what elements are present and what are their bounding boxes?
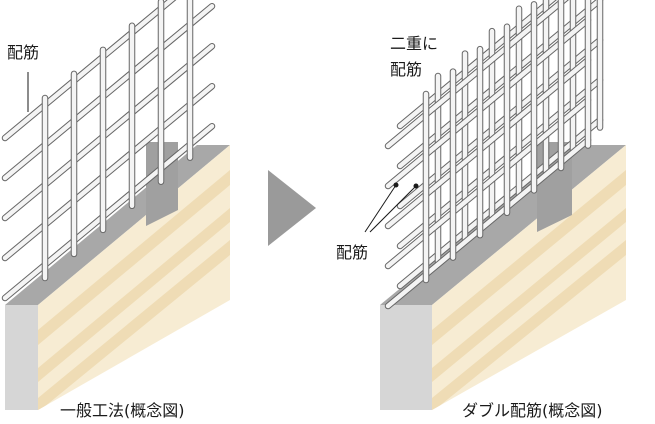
caption-right: ダブル配筋(概念図) — [462, 401, 603, 420]
horizontal-rebar — [385, 0, 568, 149]
horizontal-rebar — [397, 0, 556, 129]
horizontal-rebar — [397, 0, 603, 169]
double-rebar-wall — [364, 0, 626, 410]
horizontal-rebar — [2, 0, 175, 141]
pointer-dot — [413, 183, 419, 189]
pointer-dot — [393, 182, 399, 188]
comparison-arrow — [268, 170, 316, 246]
pointer-line — [369, 185, 417, 233]
horizontal-rebar — [2, 83, 215, 261]
wall-grain — [38, 170, 230, 410]
rebar-mesh — [1, 0, 216, 302]
caption-left: 一般工法(概念図) — [60, 401, 185, 420]
horizontal-rebar — [385, 57, 591, 229]
rebar-label-left: 配筋 — [7, 43, 40, 62]
rebar-mesh — [384, 0, 604, 310]
horizontal-rebar — [2, 3, 215, 181]
rebar-label-right: 配筋 — [336, 243, 369, 262]
horizontal-rebar — [385, 17, 591, 189]
single-rebar-wall — [1, 0, 230, 410]
horizontal-rebar — [397, 117, 603, 289]
horizontal-rebar — [2, 123, 215, 301]
double-rebar-label-line2: 配筋 — [390, 60, 423, 79]
wall-grain — [432, 170, 626, 410]
double-rebar-label-line1: 二重に — [390, 34, 439, 53]
horizontal-rebar — [385, 137, 591, 309]
horizontal-rebar — [397, 37, 603, 209]
horizontal-rebar — [2, 43, 215, 221]
pointer-line — [364, 184, 397, 233]
wall-side-face — [5, 305, 38, 410]
horizontal-rebar — [397, 77, 603, 249]
horizontal-rebar — [385, 97, 591, 269]
wall-side-face — [380, 305, 432, 410]
